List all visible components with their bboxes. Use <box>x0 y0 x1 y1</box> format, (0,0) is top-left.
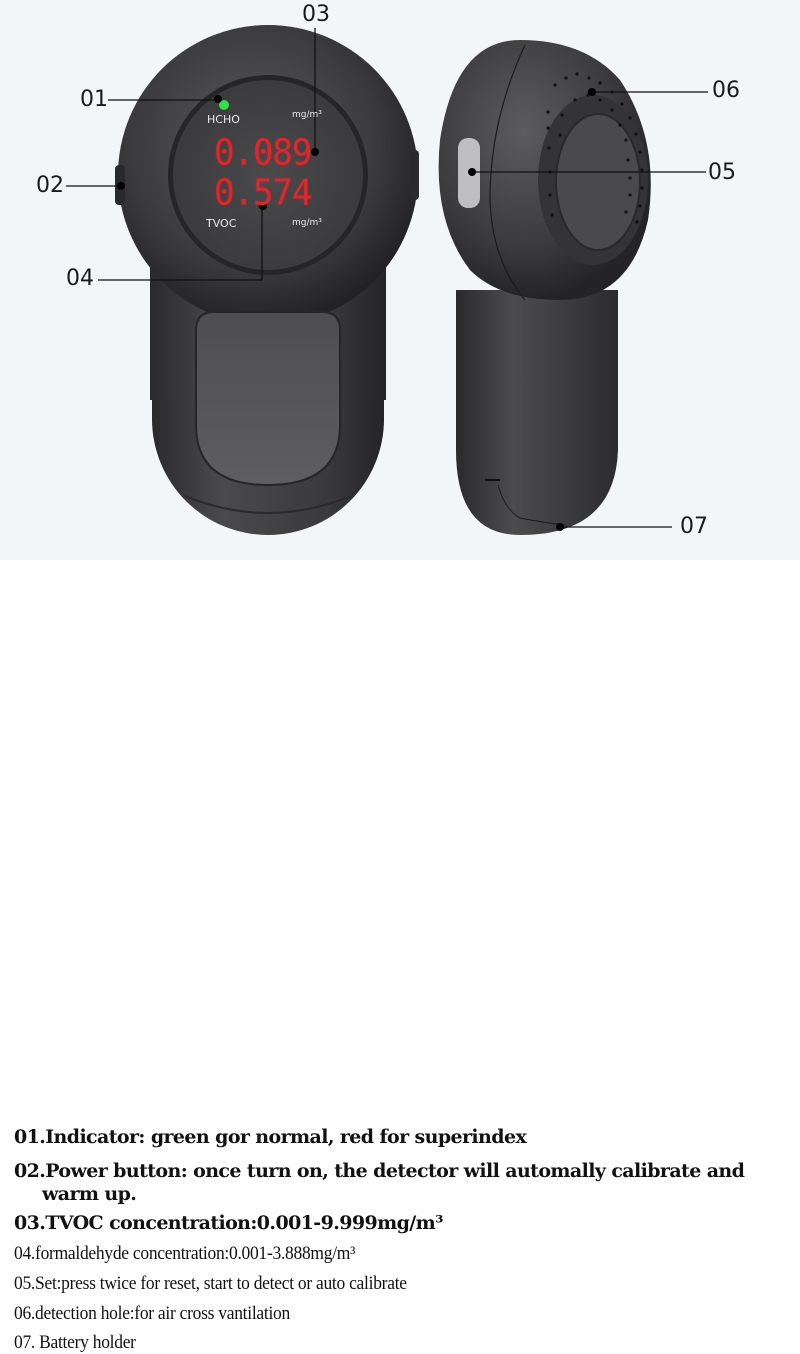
tvoc-reading: 0.574 <box>214 172 312 214</box>
hcho-unit: mg/m³ <box>292 110 322 120</box>
description-04: 04.formaldehyde concentration:0.001-3.88… <box>14 1243 356 1264</box>
description-02: 02.Power button: once turn on, the detec… <box>14 1160 745 1182</box>
hcho-reading: 0.089 <box>214 132 312 174</box>
tvoc-label: TVOC <box>206 217 237 230</box>
callout-dots <box>117 88 596 531</box>
hcho-label: HCHO <box>207 113 240 126</box>
callout-lines <box>66 28 708 528</box>
description-05: 05.Set:press twice for reset, start to d… <box>14 1273 407 1294</box>
description-07: 07. Battery holder <box>14 1332 136 1353</box>
product-illustration: HCHO mg/m³ 0.089 0.574 TVOC mg/m³ 01 02 … <box>0 0 800 560</box>
description-03: 03.TVOC concentration:0.001-9.999mg/m³ <box>14 1212 443 1234</box>
callout-04-formaldehyde: 04 <box>66 266 94 291</box>
callout-01-indicator: 01 <box>80 87 108 112</box>
description-02-continued: warm up. <box>42 1183 137 1205</box>
side-device <box>438 40 651 535</box>
callout-07-battery-holder: 07 <box>680 514 708 539</box>
callout-03-tvoc: 03 <box>302 2 330 27</box>
tvoc-unit: mg/m³ <box>292 218 322 228</box>
feature-descriptions: 01.Indicator: green gor normal, red for … <box>0 560 800 1353</box>
callout-02-power-button: 02 <box>36 173 64 198</box>
callout-06-detection-hole: 06 <box>712 78 740 103</box>
device-drawings <box>66 25 708 535</box>
callout-05-set-button: 05 <box>708 160 736 185</box>
description-06: 06.detection hole:for air cross vantilat… <box>14 1303 290 1324</box>
description-01: 01.Indicator: green gor normal, red for … <box>14 1126 527 1148</box>
